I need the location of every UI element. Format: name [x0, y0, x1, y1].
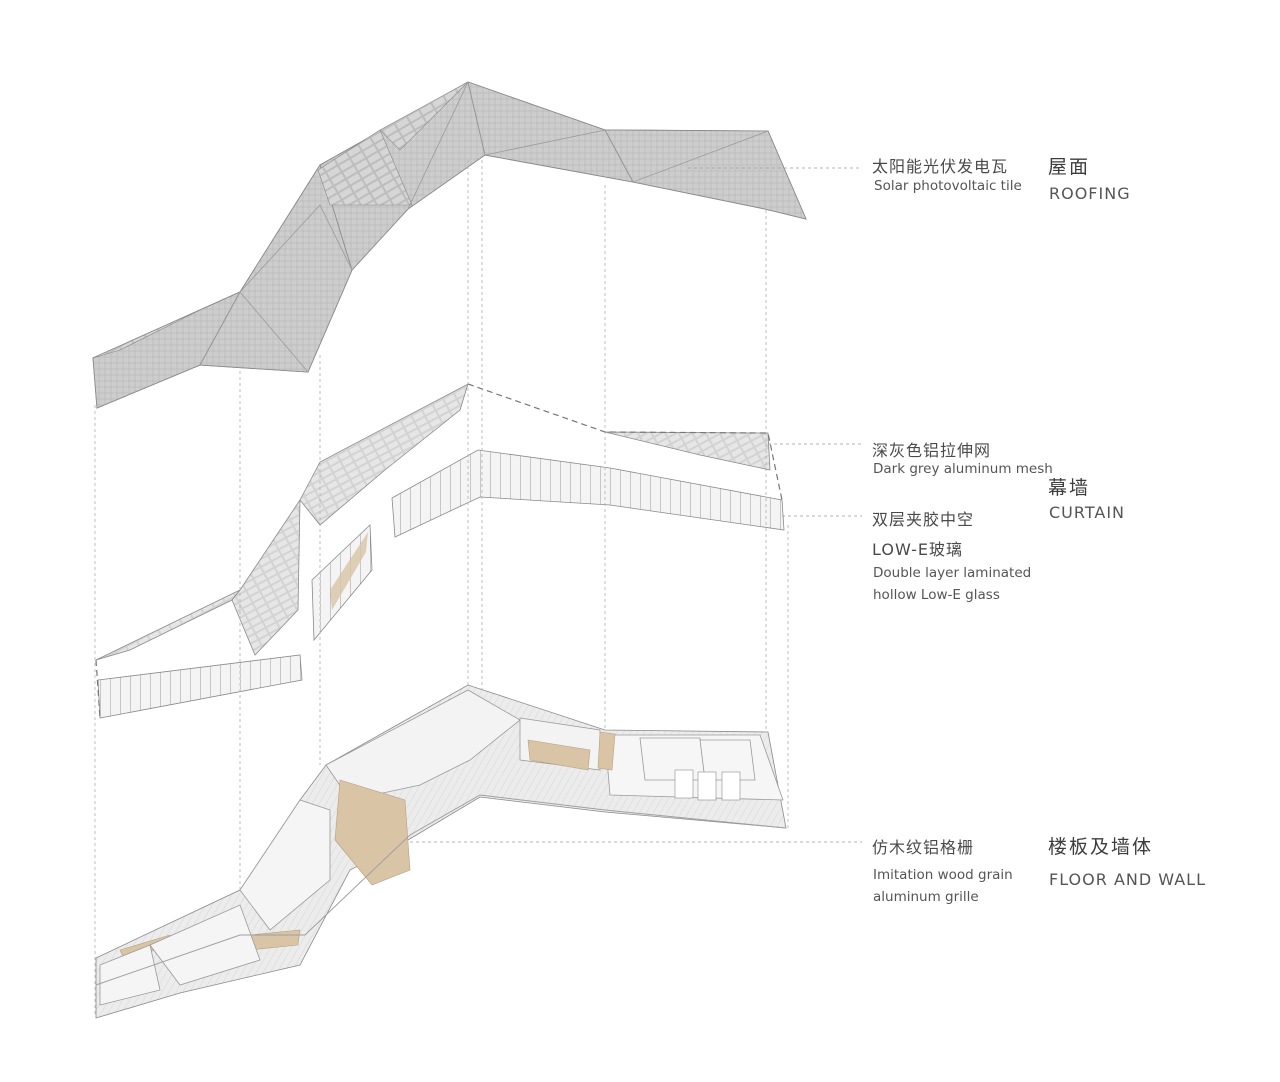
wood-strip — [330, 532, 368, 610]
wood-grille — [597, 731, 616, 771]
glass-label-cn-2: LOW-E玻璃 — [872, 540, 963, 559]
floor-category-en: FLOOR AND WALL — [1049, 870, 1206, 889]
floor-category-cn: 楼板及墙体 — [1048, 836, 1154, 858]
glass-strip — [97, 654, 303, 719]
solar-tile-label-cn: 太阳能光伏发电瓦 — [872, 157, 1009, 176]
mesh-panel — [604, 431, 771, 471]
roof-facet — [604, 129, 807, 220]
curtain-dashed-outline — [95, 383, 783, 719]
wood-grille — [527, 739, 591, 771]
mesh-panel — [231, 498, 301, 656]
alignment-lines — [94, 160, 789, 1015]
mesh-panel — [95, 589, 241, 661]
grille-label-en-1: Imitation wood grain — [873, 867, 1013, 883]
leader-lines — [410, 167, 862, 843]
curtain-category-en: CURTAIN — [1049, 503, 1125, 522]
solar-tile-label-en: Solar photovoltaic tile — [874, 178, 1022, 194]
glass-label-en-1: Double layer laminated — [873, 565, 1032, 581]
mesh-label-en: Dark grey aluminum mesh — [873, 461, 1053, 477]
solar-tile-patch — [379, 81, 469, 151]
solar-tile-patch — [92, 291, 241, 359]
floor-layer — [95, 684, 787, 1019]
mesh-label-cn: 深灰色铝拉伸网 — [872, 441, 992, 460]
grille-label-cn: 仿木纹铝格栅 — [872, 838, 975, 857]
curtain-layer — [95, 383, 785, 719]
curtain-category-cn: 幕墙 — [1048, 477, 1091, 499]
grille-label-en-2: aluminum grille — [873, 889, 979, 905]
wood-grille — [334, 779, 411, 886]
solar-tile-patch — [317, 129, 413, 206]
glass-label-en-2: hollow Low-E glass — [873, 587, 1000, 603]
roofing-category-cn: 屋面 — [1048, 156, 1091, 178]
roof-layer — [92, 81, 807, 409]
roofing-category-en: ROOFING — [1049, 184, 1131, 203]
glass-strip — [391, 449, 785, 538]
glass-label-cn: 双层夹胶中空 — [872, 510, 975, 529]
